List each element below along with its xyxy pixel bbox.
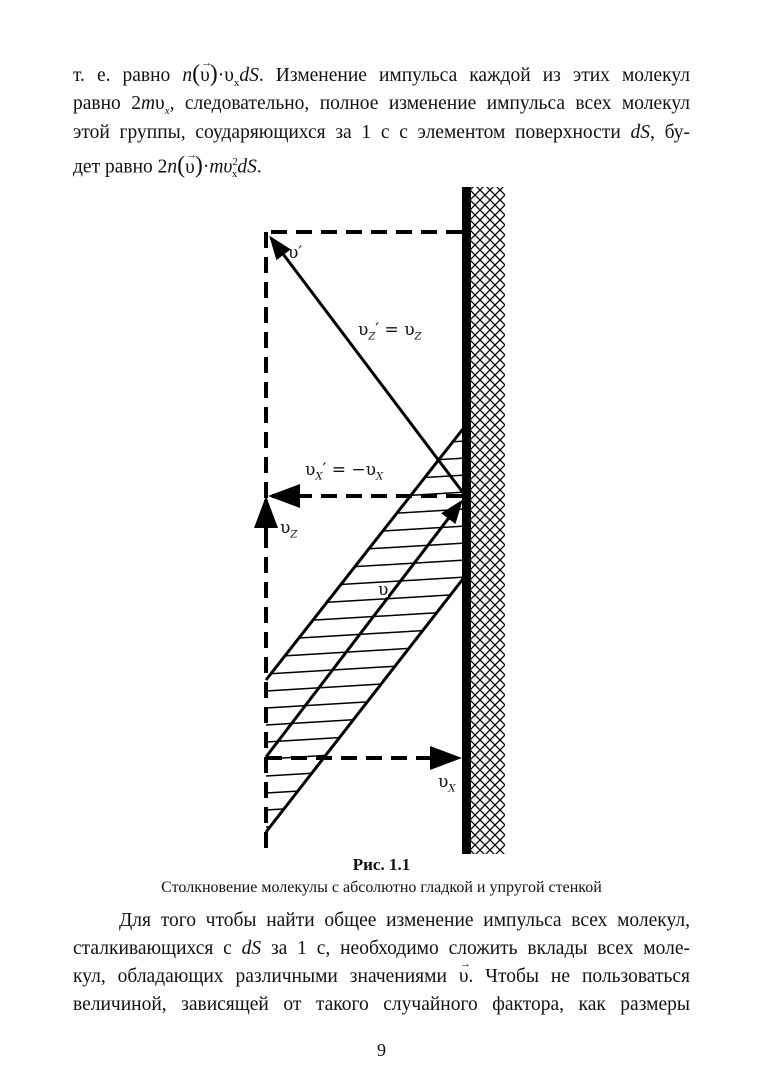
wall-crosshatch [470, 187, 505, 854]
wall [462, 187, 471, 854]
hatch-line [266, 593, 466, 607]
v-prime-arrow [269, 235, 466, 495]
text-line: дет равно 2n(υ)·mυ2xdS. [73, 143, 690, 186]
band-lower-edge [264, 574, 468, 833]
figure-caption-text: Столкновение молекулы с абсолютно гладко… [161, 879, 602, 896]
label-vz-prime-eq: υZ′ = υZ [358, 320, 422, 343]
hatched-band [266, 425, 466, 832]
hatch-line [266, 678, 466, 692]
text-line: кул, обладающих различными значениями υ.… [73, 952, 690, 989]
hatch-line [266, 763, 466, 777]
hatch-line [266, 425, 466, 437]
label-vz: υZ [280, 518, 298, 541]
hatch-line [266, 814, 466, 828]
text-line: величиной, зависящей от такого случайног… [73, 994, 690, 1015]
hatch-line [266, 661, 466, 675]
label-v: υ [378, 580, 389, 600]
label-vx-prime-eq: υX′ = −υX [305, 460, 384, 483]
label-vx: υX [438, 772, 456, 795]
text-line: Для того чтобы найти общее изменение имп… [119, 910, 690, 931]
hatch-line [266, 644, 466, 658]
hatch-line [266, 627, 466, 641]
hatch-line [266, 440, 466, 454]
text-line: равно 2mυx, следовательно, полное измене… [73, 93, 690, 117]
hatch-line [266, 576, 466, 590]
band-upper-edge [264, 424, 468, 681]
text-line: сталкивающихся с dS за 1 с, необходимо с… [73, 938, 690, 959]
label-v-prime: υ′ [288, 243, 303, 263]
hatch-line [266, 831, 466, 832]
hatch-line [266, 797, 466, 811]
text-line: т. е. равно n(υ)·υxdS. Изменение импульс… [73, 51, 690, 95]
figure-caption-title: Рис. 1.1 [352, 855, 411, 874]
page-number: 9 [377, 1040, 386, 1060]
v-arrow [264, 499, 463, 758]
text-line: этой группы, соударяющихся за 1 с с элем… [73, 122, 690, 143]
hatch-line [266, 559, 466, 573]
hatch-line [266, 729, 466, 743]
